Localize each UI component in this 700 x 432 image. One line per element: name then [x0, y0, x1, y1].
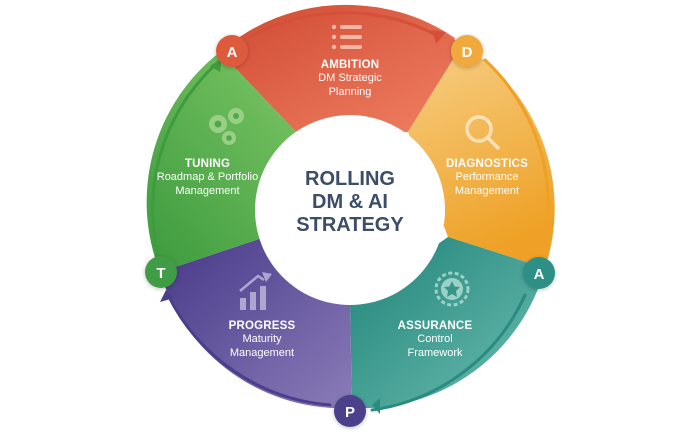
badge-a-right: A	[523, 257, 555, 289]
arrowhead-icon	[372, 398, 380, 414]
segment-subtitle: Control	[417, 333, 453, 346]
segment-title: DIAGNOSTICS	[445, 158, 529, 170]
arrowhead-icon	[538, 240, 552, 250]
arrowhead-icon	[432, 30, 446, 44]
cycle-arrows	[151, 11, 550, 412]
center-title-line: STRATEGY	[296, 214, 404, 236]
arrow-progress	[166, 293, 332, 407]
center-title-line: DM & AI	[312, 191, 388, 213]
arrow-ambition	[248, 11, 442, 39]
center-title-line: ROLLING	[305, 168, 395, 190]
segment-diagnostics-label: DIAGNOSTICS Performance Management	[432, 157, 542, 199]
segment-title: PROGRESS	[228, 320, 296, 332]
segment-title: AMBITION	[320, 59, 380, 71]
arrow-diagnostics	[483, 58, 550, 242]
badge-star-icon	[434, 271, 470, 307]
segment-assurance-label: ASSURANCE Control Framework	[385, 319, 485, 361]
segment-subtitle: Maturity	[242, 333, 282, 346]
list-icon	[331, 24, 362, 50]
segment-subtitle: Planning	[328, 86, 372, 99]
segment-subtitle: Framework	[407, 347, 463, 360]
arrow-heads	[160, 30, 552, 414]
magnifier-icon	[465, 115, 500, 150]
gears-icon	[209, 108, 244, 145]
segment-ambition-label: AMBITION DM Strategic Planning	[290, 58, 410, 100]
svg-text:P: P	[345, 404, 355, 421]
arrow-assurance	[370, 293, 527, 412]
arrowhead-icon	[210, 58, 222, 72]
svg-text:T: T	[156, 265, 165, 282]
svg-text:A: A	[227, 44, 238, 61]
segment-subtitle: Management	[175, 185, 240, 198]
badge-d: D	[451, 35, 483, 67]
svg-text:D: D	[462, 44, 473, 61]
badge-a-top: A	[216, 35, 248, 67]
arrow-tuning	[151, 63, 217, 257]
segment-subtitle: Roadmap & Portfolio	[156, 171, 259, 184]
segment-ambition	[220, 4, 462, 133]
segment-subtitle: Management	[454, 185, 520, 198]
segment-subtitle: Management	[229, 347, 295, 360]
center-title: ROLLING DM & AI STRATEGY	[270, 168, 430, 237]
arrowhead-icon	[160, 290, 174, 302]
segment-tuning-label: TUNING Roadmap & Portfolio Management	[150, 157, 265, 199]
segment-title: ASSURANCE	[397, 320, 473, 332]
segment-progress-label: PROGRESS Maturity Management	[212, 319, 312, 361]
center-circle	[255, 115, 445, 305]
growth-chart-icon	[239, 272, 272, 310]
badge-t: T	[145, 256, 177, 288]
segment-title: TUNING	[184, 158, 231, 170]
segment-subtitle: Performance	[455, 171, 519, 184]
segment-subtitle: DM Strategic	[318, 72, 382, 85]
svg-text:A: A	[534, 266, 545, 283]
badge-p: P	[334, 395, 366, 427]
